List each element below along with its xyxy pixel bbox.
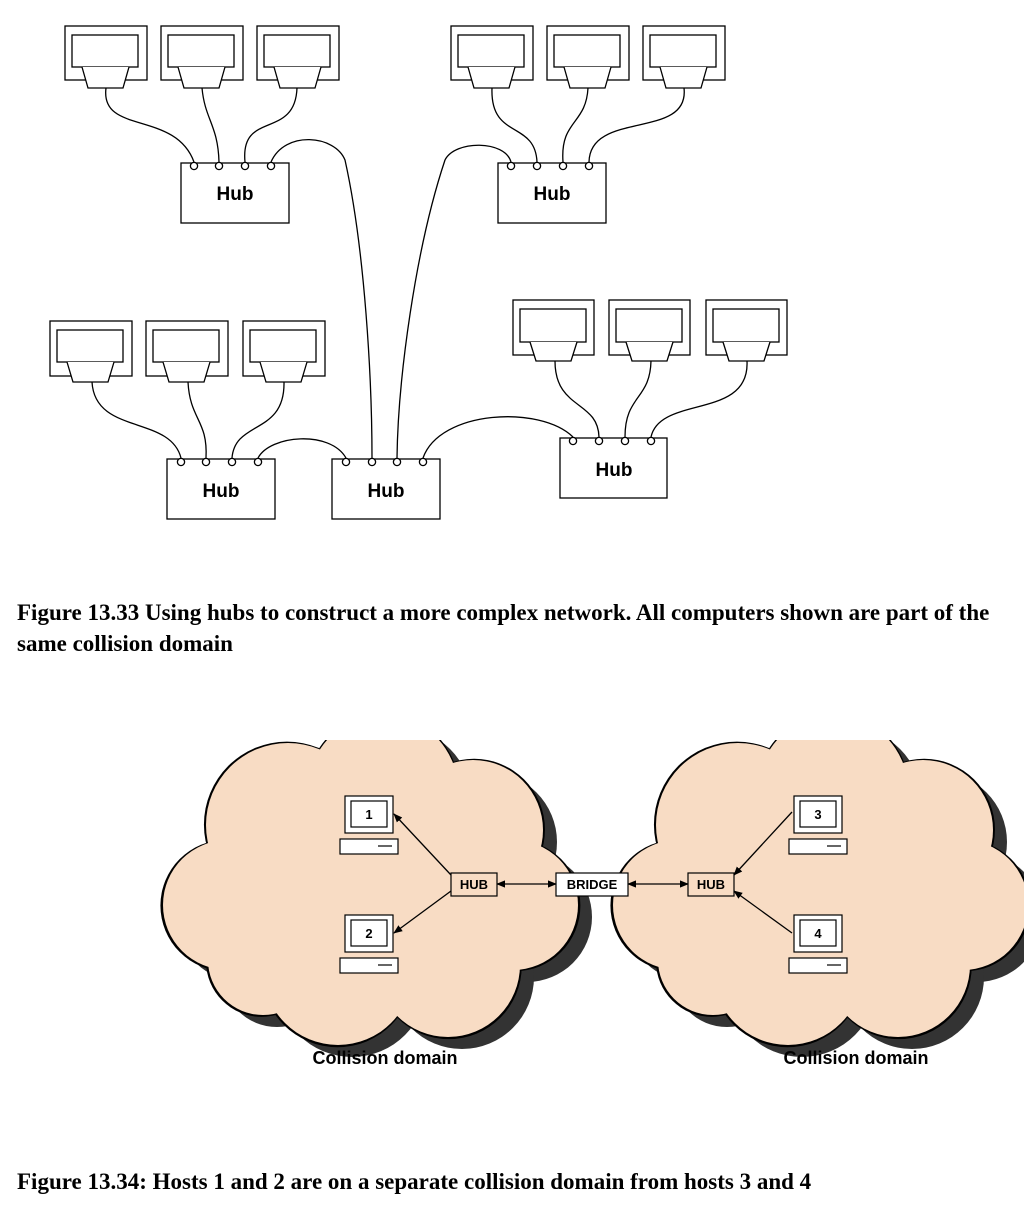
collision-domain-cloud — [160, 740, 592, 1057]
hub-ports — [341, 457, 428, 467]
host-number: 2 — [365, 926, 372, 941]
monitor-icon — [705, 299, 788, 362]
hub-label: Hub — [217, 184, 254, 205]
host-computer-icon — [339, 914, 399, 974]
monitor-icon — [160, 25, 244, 89]
collision-domain-label: Collision domain — [783, 1048, 928, 1068]
cable — [554, 360, 600, 438]
hub-network-diagram: Hub Hub Hub Hub Hub — [49, 25, 788, 520]
hub-ports — [506, 161, 594, 171]
cable — [588, 87, 685, 163]
cable — [396, 144, 512, 459]
hub-box — [180, 162, 290, 224]
host-computer-icon — [788, 914, 848, 974]
monitor-icon — [145, 320, 229, 383]
hub-box — [450, 872, 498, 897]
cable — [91, 381, 182, 459]
link-arrow — [733, 811, 793, 876]
cable — [105, 87, 195, 163]
collision-domain-label: Collision domain — [312, 1048, 457, 1068]
collision-domain-cloud — [610, 740, 1024, 1057]
hub-box — [331, 458, 441, 520]
hub-ports — [176, 457, 263, 467]
monitor-icon — [256, 25, 340, 89]
link-arrow — [393, 813, 452, 876]
figure-caption: Figure 13.33 Using hubs to construct a m… — [17, 600, 990, 656]
host-computer-icon — [339, 795, 399, 855]
bridge-box — [555, 872, 629, 897]
hub-ports — [189, 161, 276, 171]
cable — [270, 139, 373, 459]
hub-label: Hub — [596, 460, 633, 481]
host-number: 4 — [814, 926, 822, 941]
cable — [244, 87, 298, 163]
link-arrow — [733, 890, 793, 934]
cable — [201, 87, 220, 163]
host-number: 1 — [365, 807, 372, 822]
cable — [231, 381, 285, 459]
bridge-label: BRIDGE — [567, 877, 618, 892]
hub-box — [497, 162, 607, 224]
cable — [422, 416, 574, 459]
cable — [257, 438, 347, 459]
monitor-icon — [546, 25, 630, 89]
cable — [491, 87, 538, 163]
hub-box — [687, 872, 735, 897]
cable — [562, 87, 589, 163]
monitor-icon — [242, 320, 326, 383]
hub-label: Hub — [368, 481, 405, 502]
host-computer-icon — [788, 795, 848, 855]
monitor-icon — [608, 299, 691, 362]
link-arrow — [393, 890, 452, 934]
collision-domain-diagram: 1 2 3 4 HUB BRIDGE HUB Collision domain … — [160, 740, 1024, 1068]
hub-label: Hub — [534, 184, 571, 205]
figure-caption: Figure 13.34: Hosts 1 and 2 are on a sep… — [17, 1169, 812, 1194]
monitor-icon — [642, 25, 726, 89]
cable — [624, 360, 652, 438]
monitor-icon — [450, 25, 534, 89]
hub-label: Hub — [203, 481, 240, 502]
hub-box — [166, 458, 276, 520]
hub-box — [559, 437, 668, 499]
monitor-icon — [49, 320, 133, 383]
monitor-icon — [64, 25, 148, 89]
cable — [650, 360, 748, 438]
monitor-icon — [512, 299, 595, 362]
hub-label: HUB — [460, 877, 488, 892]
hub-label: HUB — [697, 877, 725, 892]
cable — [187, 381, 207, 459]
hub-ports — [568, 436, 656, 446]
host-number: 3 — [814, 807, 821, 822]
